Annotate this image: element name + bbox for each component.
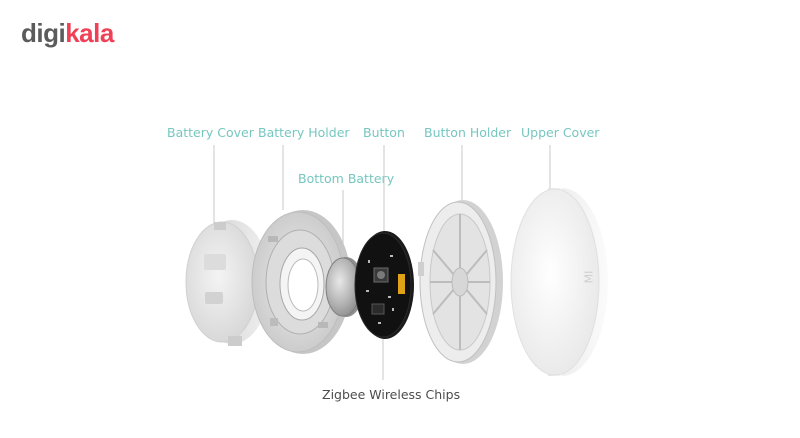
label-bottom-battery: Bottom Battery bbox=[298, 171, 395, 186]
label-zigbee-chips: Zigbee Wireless Chips bbox=[322, 387, 461, 402]
zigbee-chip bbox=[371, 303, 385, 315]
battery-holder-part bbox=[251, 210, 351, 354]
brand-logo-part1: digi bbox=[21, 18, 66, 48]
bottom-battery-part bbox=[325, 257, 364, 317]
label-battery-cover: Battery Cover bbox=[167, 125, 254, 140]
pcb-battery-contact bbox=[398, 274, 405, 294]
label-button: Button bbox=[363, 125, 405, 140]
label-button-holder: Button Holder bbox=[424, 125, 512, 140]
brand-logo-part2: kala bbox=[65, 18, 114, 48]
button-holder-part bbox=[418, 200, 503, 364]
battery-cover-part bbox=[185, 220, 270, 346]
label-upper-cover: Upper Cover bbox=[521, 125, 600, 140]
label-battery-holder: Battery Holder bbox=[258, 125, 350, 140]
brand-logo[interactable]: digikala bbox=[21, 18, 114, 48]
leader-lines bbox=[213, 145, 551, 380]
pcb-board-part bbox=[354, 231, 414, 339]
upper-cover-part bbox=[510, 188, 608, 376]
mi-logo-mark: MI bbox=[582, 270, 596, 284]
